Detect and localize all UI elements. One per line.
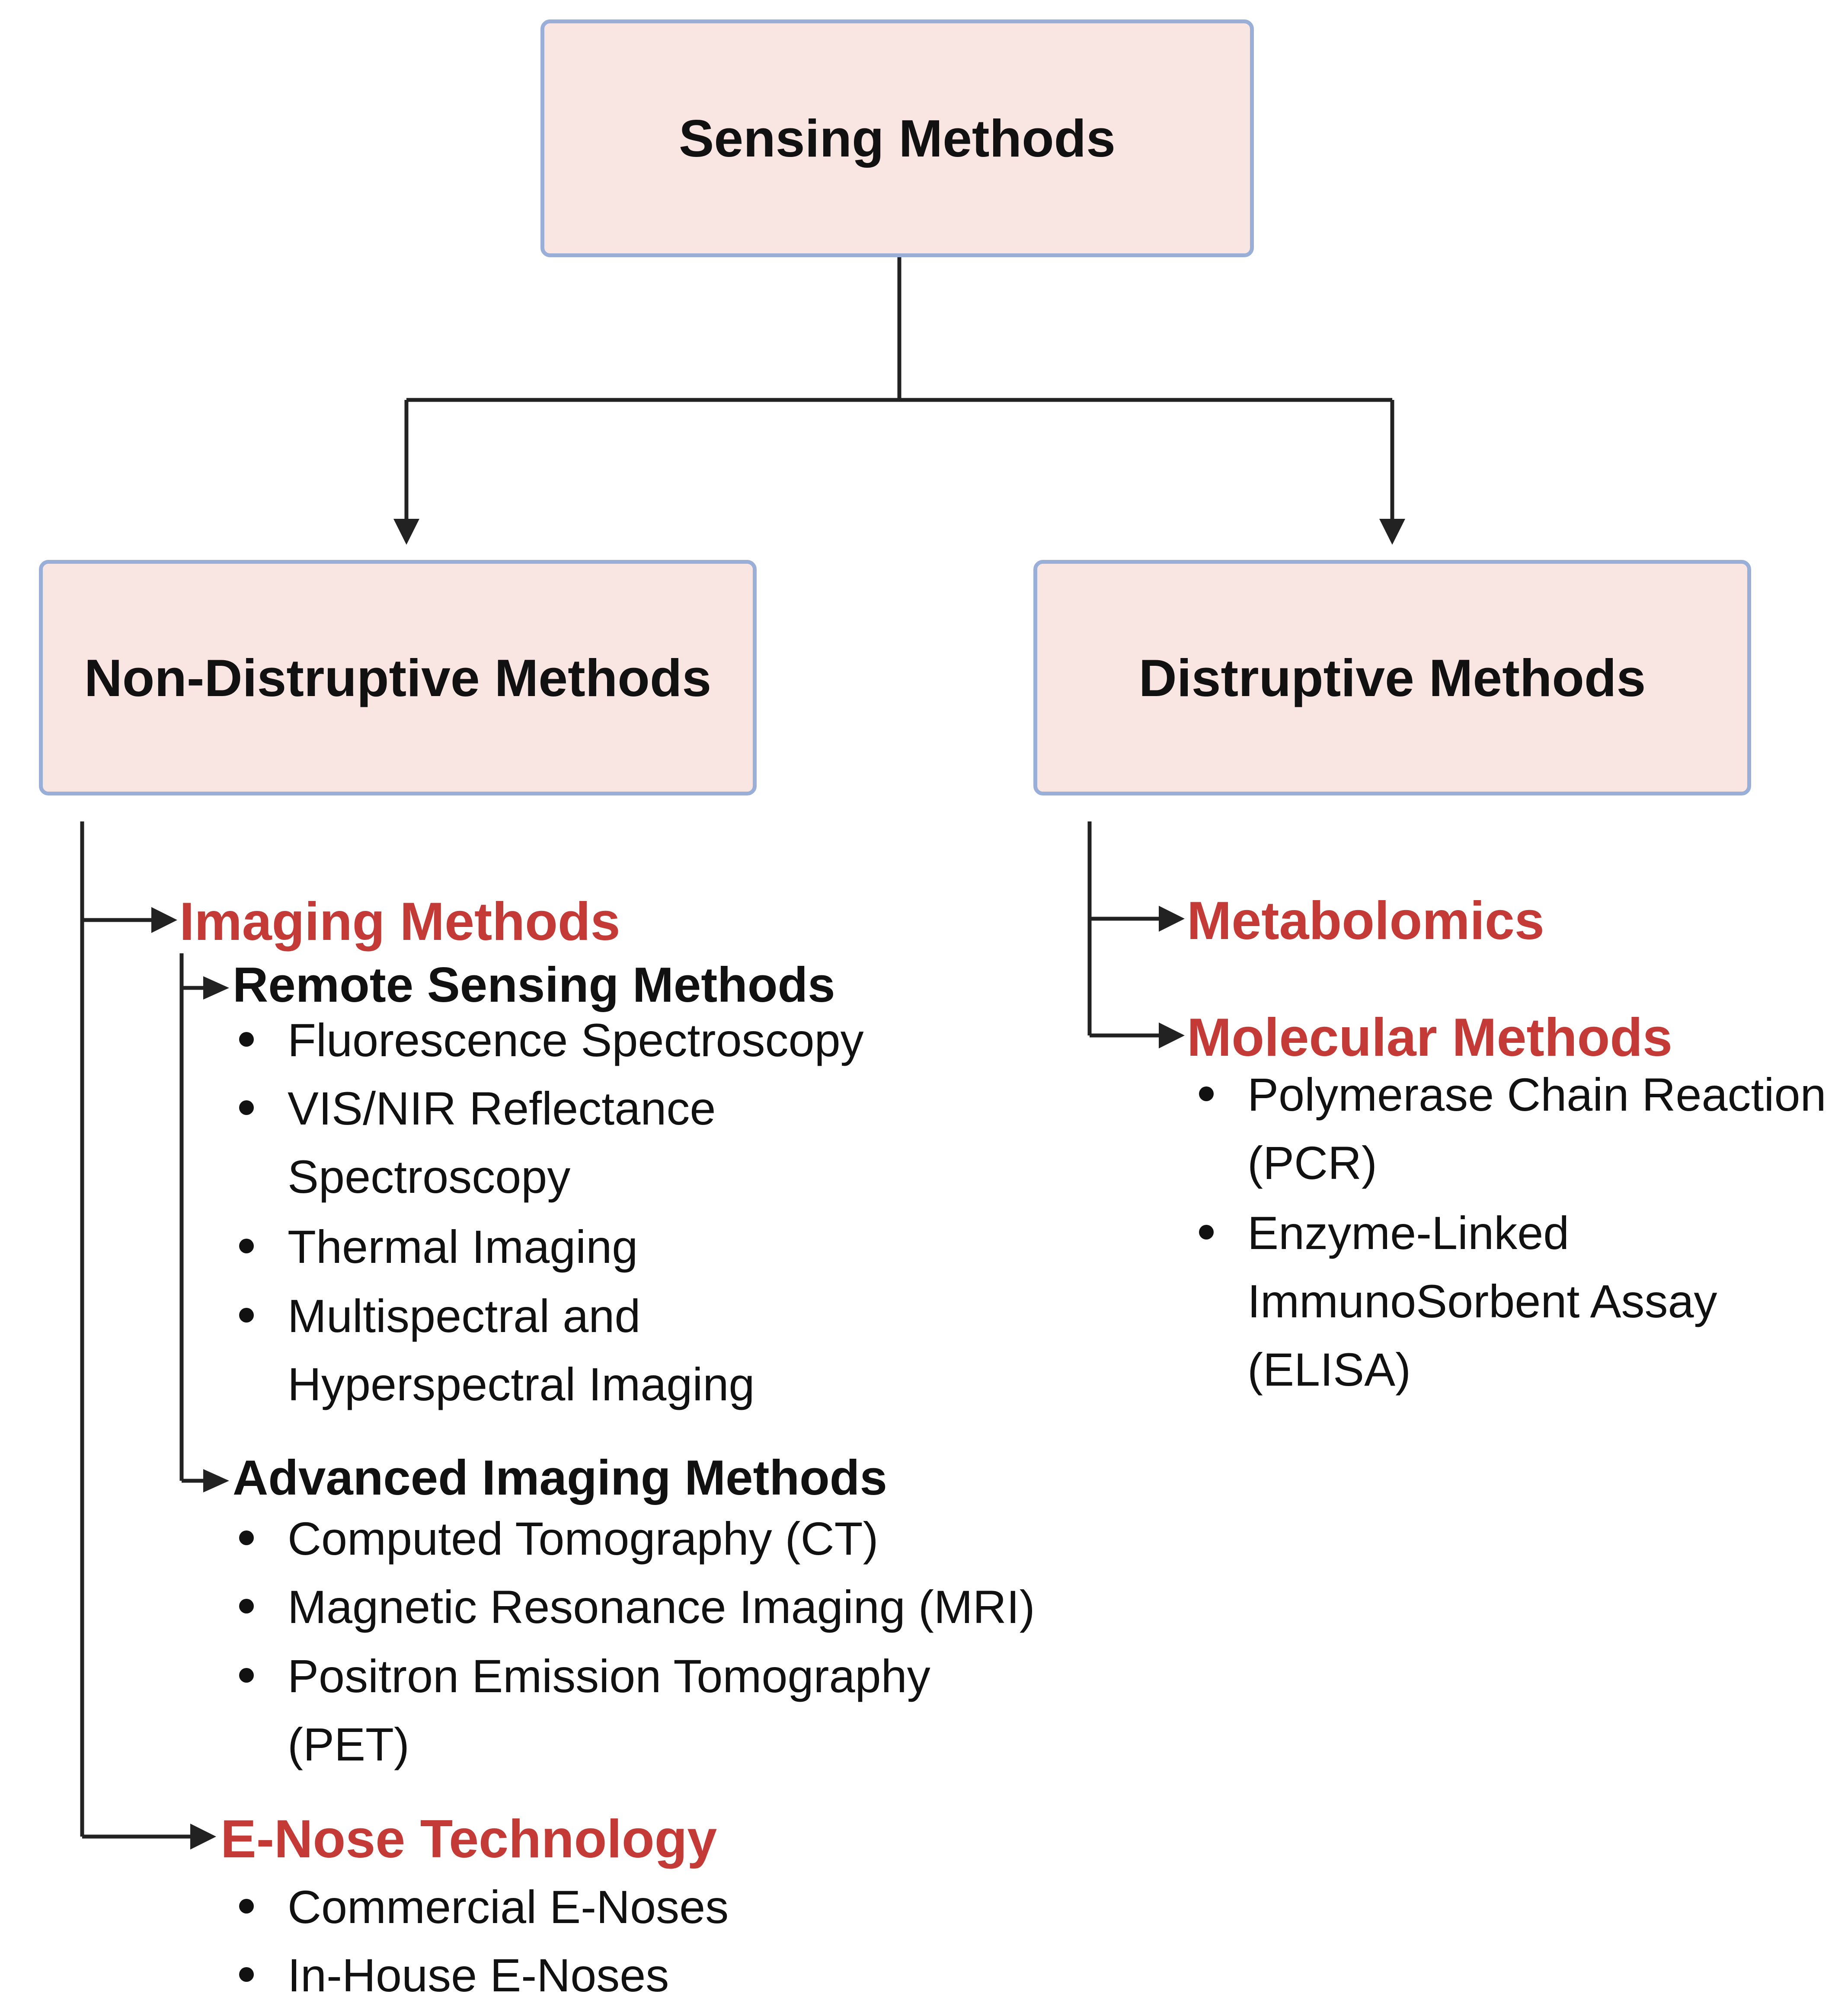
list-item: Fluorescence Spectroscopy (288, 1014, 864, 1066)
arrow-imaging (151, 907, 177, 933)
sensing-methods-box: Sensing Methods (540, 19, 1254, 257)
bullet (239, 1899, 254, 1914)
list-item: Thermal Imaging (288, 1220, 638, 1273)
remote-sensing-methods-heading: Remote Sensing Methods (233, 958, 835, 1013)
bullet (239, 1599, 254, 1613)
list-item: Magnetic Resonance Imaging (MRI) (288, 1581, 1035, 1633)
non-distruptive-methods-label: Non-Distruptive Methods (84, 648, 712, 707)
arrow-down-right (1379, 519, 1405, 545)
list-item: Enzyme-Linked (1247, 1207, 1570, 1259)
sensing-methods-label: Sensing Methods (679, 109, 1116, 168)
arrow-molecular (1159, 1022, 1185, 1048)
bullet (239, 1032, 254, 1047)
list-item: Commercial E-Noses (288, 1881, 729, 1933)
list-item: Multispectral and (288, 1290, 641, 1342)
distruptive-methods-box: Distruptive Methods (1033, 560, 1751, 796)
list-item-continuation: Hyperspectral Imaging (288, 1358, 755, 1410)
bullet (1199, 1225, 1214, 1240)
arrow-advanced (203, 1469, 229, 1492)
arrow-enose (190, 1824, 216, 1850)
list-item: VIS/NIR Reflectance (288, 1082, 716, 1134)
list-item: Positron Emission Tomography (288, 1650, 930, 1702)
bullet (239, 1668, 254, 1683)
bullet (239, 1530, 254, 1545)
bullet (1199, 1086, 1214, 1101)
e-nose-technology-heading: E-Nose Technology (221, 1809, 717, 1869)
bullet (239, 1308, 254, 1323)
bullet (239, 1100, 254, 1115)
list-item-continuation: ImmunoSorbent Assay (1247, 1275, 1717, 1327)
arrow-remote (203, 976, 229, 1000)
list-item: In-House E-Noses (288, 1949, 669, 2001)
list-item-continuation: Spectroscopy (288, 1150, 571, 1203)
arrow-down-left (393, 519, 419, 545)
list-item-continuation: (PET) (288, 1718, 409, 1770)
advanced-imaging-methods-heading: Advanced Imaging Methods (233, 1450, 887, 1505)
metabolomics-heading: Metabolomics (1187, 891, 1544, 951)
distruptive-methods-label: Distruptive Methods (1138, 648, 1646, 707)
molecular-methods-heading: Molecular Methods (1187, 1008, 1673, 1067)
non-distruptive-methods-box: Non-Distruptive Methods (39, 560, 757, 796)
list-item-continuation: (ELISA) (1247, 1343, 1411, 1396)
arrow-metabolomics (1159, 906, 1185, 932)
bullet (239, 1967, 254, 1982)
list-item: Polymerase Chain Reaction (1247, 1068, 1826, 1121)
list-item: Computed Tomography (CT) (288, 1512, 879, 1565)
bullet (239, 1239, 254, 1253)
list-item-continuation: (PCR) (1247, 1137, 1377, 1189)
imaging-methods-heading: Imaging Methods (179, 892, 620, 952)
